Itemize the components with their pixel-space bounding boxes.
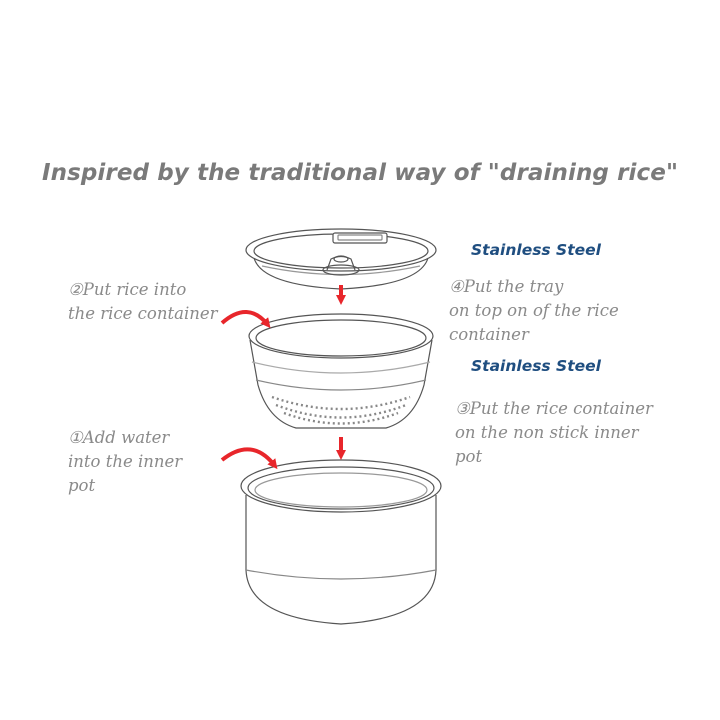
step-2-label: ②Put rice into the rice container — [68, 280, 218, 323]
rice-container — [248, 313, 434, 429]
arrow-curved-rice — [220, 310, 271, 329]
material-label-tray: Stainless Steel — [471, 241, 601, 259]
arrow-curved-water — [220, 447, 278, 470]
step-4-label: ④Put the tray on top on of the rice cont… — [449, 277, 619, 344]
material-label-container: Stainless Steel — [471, 357, 601, 375]
steam-tray — [245, 228, 437, 290]
step-1-label: ①Add water into the inner pot — [68, 428, 183, 495]
headline: Inspired by the traditional way of "drai… — [41, 160, 679, 186]
placement-arrows — [220, 285, 346, 470]
inner-pot — [240, 459, 442, 625]
step-3-label: ③Put the rice container on the non stick… — [455, 399, 653, 466]
